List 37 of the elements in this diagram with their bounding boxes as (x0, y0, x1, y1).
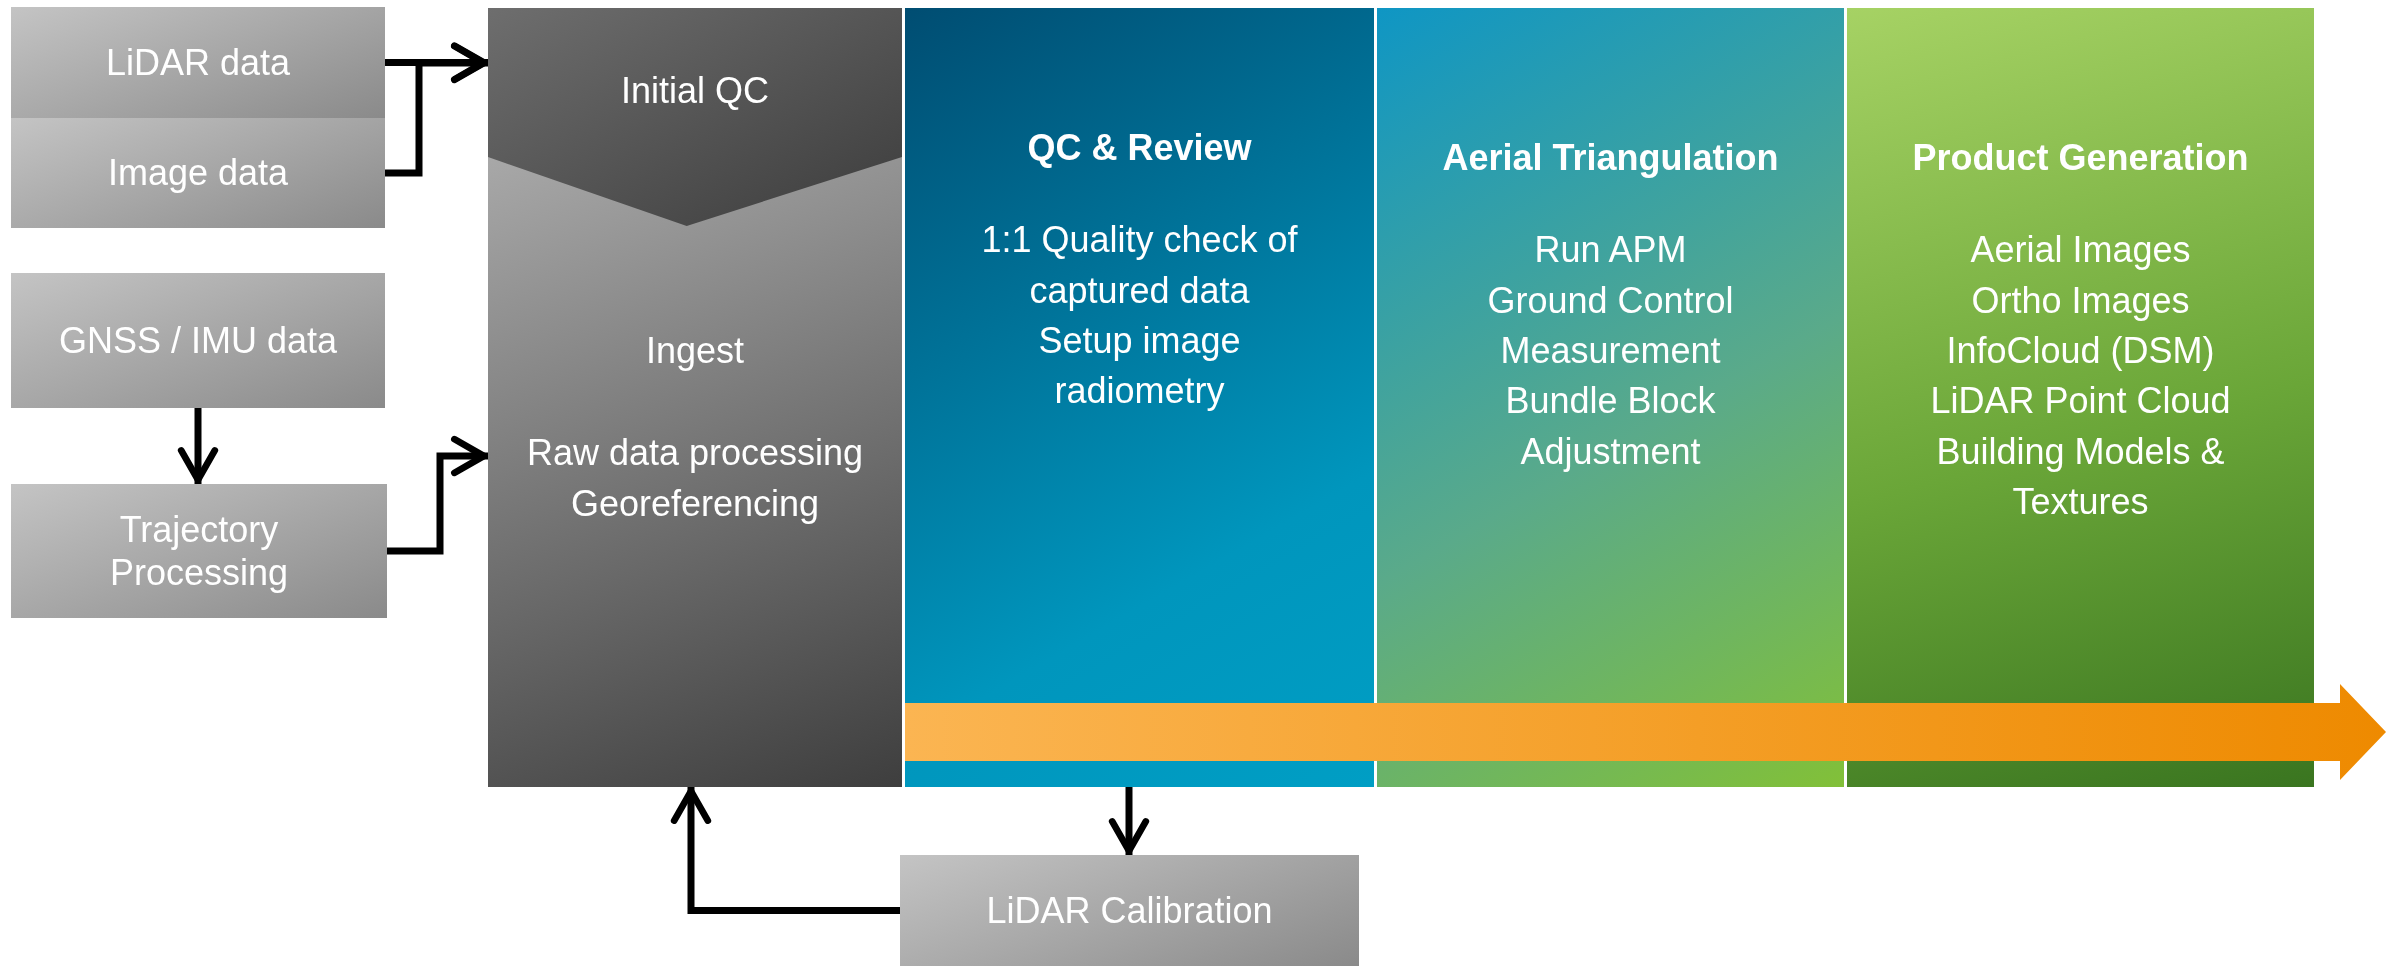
stage-column (1377, 8, 1844, 787)
stage-column (488, 8, 902, 787)
input-box (11, 118, 385, 228)
input-box (11, 7, 385, 118)
connector-arrow (387, 435, 488, 555)
stage-step: Ingest (645, 326, 745, 377)
stage-column (905, 8, 1374, 787)
process-box (11, 484, 387, 618)
box-label: LiDAR Calibration (986, 888, 1273, 933)
stage-heading: QC & Review (1027, 126, 1252, 170)
stage-step: Building Models & Textures (1867, 426, 2294, 528)
stage-step: Raw data processing (526, 428, 864, 479)
stage-step: InfoCloud (DSM) (1906, 325, 2255, 377)
stage-step: Georeferencing (570, 478, 820, 530)
connector-arrow (670, 787, 900, 914)
stage-step: Bundle Block Adjustment (1397, 376, 1824, 478)
stage-step: Ortho Images (1931, 275, 2230, 326)
connector-arrow (177, 408, 219, 484)
stage-chevron (488, 8, 902, 226)
stage-column (1847, 8, 2314, 787)
box-label: GNSS / IMU data (58, 318, 338, 363)
stage-heading: Product Generation (1912, 136, 2249, 180)
stage-heading: Aerial Triangulation (1442, 136, 1779, 180)
box-label: Trajectory Processing (108, 507, 290, 595)
connector-arrow (1108, 787, 1150, 855)
stage-step: Aerial Images (1930, 225, 2231, 276)
connector-arrow (385, 42, 488, 177)
process-box (900, 855, 1359, 966)
stage-step: LiDAR Point Cloud (1890, 376, 2271, 427)
stage-heading: Initial QC (620, 68, 769, 113)
stage-step: 1:1 Quality check of captured data (925, 215, 1354, 316)
box-label: LiDAR data (105, 40, 291, 85)
stage-step: Ground Control Measurement (1397, 275, 1824, 377)
box-label: Image data (107, 151, 289, 195)
input-box (11, 273, 385, 408)
stage-step: Run APM (1494, 225, 1727, 276)
stage-step: Setup image radiometry (925, 315, 1354, 417)
